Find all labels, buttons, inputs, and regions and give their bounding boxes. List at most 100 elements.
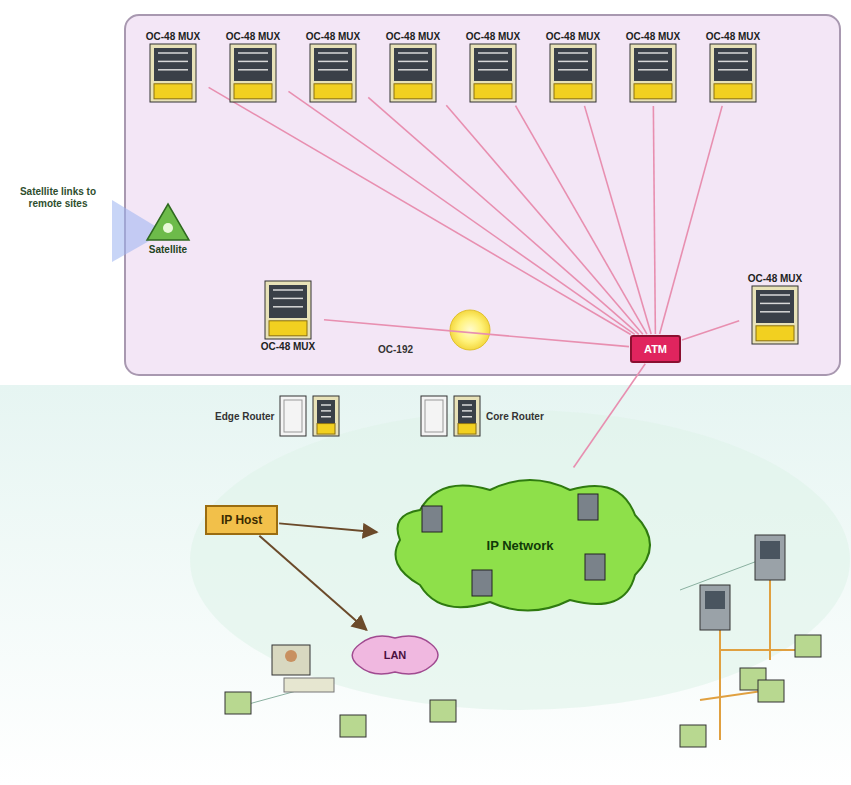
link-line xyxy=(515,106,646,335)
device-slot xyxy=(238,69,268,71)
router-icon xyxy=(585,554,605,580)
device-case xyxy=(454,396,480,436)
device-icon xyxy=(279,395,307,437)
device-strip xyxy=(269,321,307,336)
device-icon xyxy=(312,395,340,437)
device-panel xyxy=(474,48,512,81)
device-icon xyxy=(469,43,517,103)
mux-device: OC-48 MUX xyxy=(140,30,206,103)
device-icon xyxy=(229,43,277,103)
device-slot xyxy=(238,61,268,63)
cloud-shape xyxy=(396,480,651,611)
device-case xyxy=(313,396,339,436)
mux-device: OC-48 MUX xyxy=(380,30,446,103)
device-panel xyxy=(756,290,794,323)
device-slot xyxy=(638,69,668,71)
pc-icon xyxy=(225,692,251,714)
node-label: LAN xyxy=(384,649,407,661)
device-icon xyxy=(264,280,312,340)
device-panel xyxy=(714,48,752,81)
node-label: OC-48 MUX xyxy=(224,30,282,43)
device-strip xyxy=(458,424,476,435)
node-label: OC-48 MUX xyxy=(259,340,317,353)
link-line xyxy=(653,106,655,334)
satellite-icon xyxy=(145,202,191,242)
node-label: IP Network xyxy=(487,538,554,553)
device-slot xyxy=(558,61,588,63)
device-panel xyxy=(234,48,272,81)
device-slot xyxy=(718,69,748,71)
device-slot xyxy=(321,410,331,412)
site-panel xyxy=(125,15,840,375)
ground-glow xyxy=(190,410,850,710)
node-label: Edge Router xyxy=(215,411,274,422)
node-label: IP Host xyxy=(221,513,262,527)
device-slot xyxy=(398,61,428,63)
device-strip xyxy=(314,84,352,99)
router-pair: Edge Router xyxy=(215,395,340,437)
device-case xyxy=(550,44,596,102)
mux-device: OC-48 MUX xyxy=(742,272,808,345)
device-case xyxy=(752,286,798,344)
device-slot xyxy=(462,404,472,406)
device-panel xyxy=(284,400,302,432)
device-panel xyxy=(425,400,443,432)
device-panel xyxy=(634,48,672,81)
device-panel xyxy=(554,48,592,81)
node-label: ATM xyxy=(644,343,667,355)
mux-device: OC-48 MUX xyxy=(300,30,366,103)
device-case xyxy=(421,396,447,436)
mux-device: OC-48 MUX xyxy=(220,30,286,103)
device-slot xyxy=(718,61,748,63)
device-panel xyxy=(394,48,432,81)
device-panel xyxy=(154,48,192,81)
device-strip xyxy=(154,84,192,99)
ground xyxy=(0,385,851,785)
note-text: Satellite links to remote sites xyxy=(6,186,110,210)
device-slot xyxy=(478,52,508,54)
router-icon xyxy=(578,494,598,520)
device-slot xyxy=(273,289,303,291)
device-case xyxy=(310,44,356,102)
device-slot xyxy=(318,52,348,54)
network-cloud: IP Network xyxy=(380,470,660,620)
mux-device: OC-48 MUX xyxy=(540,30,606,103)
device-slot xyxy=(321,416,331,418)
connectors xyxy=(209,87,740,630)
pc-icon xyxy=(340,715,366,737)
device-slot xyxy=(478,69,508,71)
device-icon xyxy=(709,43,757,103)
server-panel xyxy=(760,541,780,559)
node-label: OC-48 MUX xyxy=(746,272,804,285)
desk xyxy=(284,678,334,692)
mux-device: OC-48 MUX xyxy=(620,30,686,103)
device-case xyxy=(150,44,196,102)
server-icon xyxy=(755,535,785,580)
satellite-dish: Satellite xyxy=(138,202,198,255)
server-icon xyxy=(700,585,730,630)
device-slot xyxy=(760,294,790,296)
device-slot xyxy=(760,303,790,305)
server-panel xyxy=(705,591,725,609)
device-icon xyxy=(309,43,357,103)
link-line xyxy=(585,106,652,334)
device-slot xyxy=(158,61,188,63)
device-slot xyxy=(760,311,790,313)
node-label: OC-48 MUX xyxy=(544,30,602,43)
device-icon xyxy=(629,43,677,103)
arrow-line xyxy=(279,523,377,532)
mux-device: OC-48 MUX xyxy=(700,30,766,103)
link-line xyxy=(324,320,629,347)
device-strip xyxy=(234,84,272,99)
device-icon xyxy=(751,285,799,345)
link-line xyxy=(209,87,631,334)
device-strip xyxy=(756,326,794,341)
device-case xyxy=(390,44,436,102)
switch-box: ATM xyxy=(630,335,681,363)
device-case xyxy=(470,44,516,102)
device-case xyxy=(265,281,311,339)
device-slot xyxy=(273,298,303,300)
pc-icon xyxy=(758,680,784,702)
device-slot xyxy=(638,61,668,63)
pc-icon xyxy=(430,700,456,722)
